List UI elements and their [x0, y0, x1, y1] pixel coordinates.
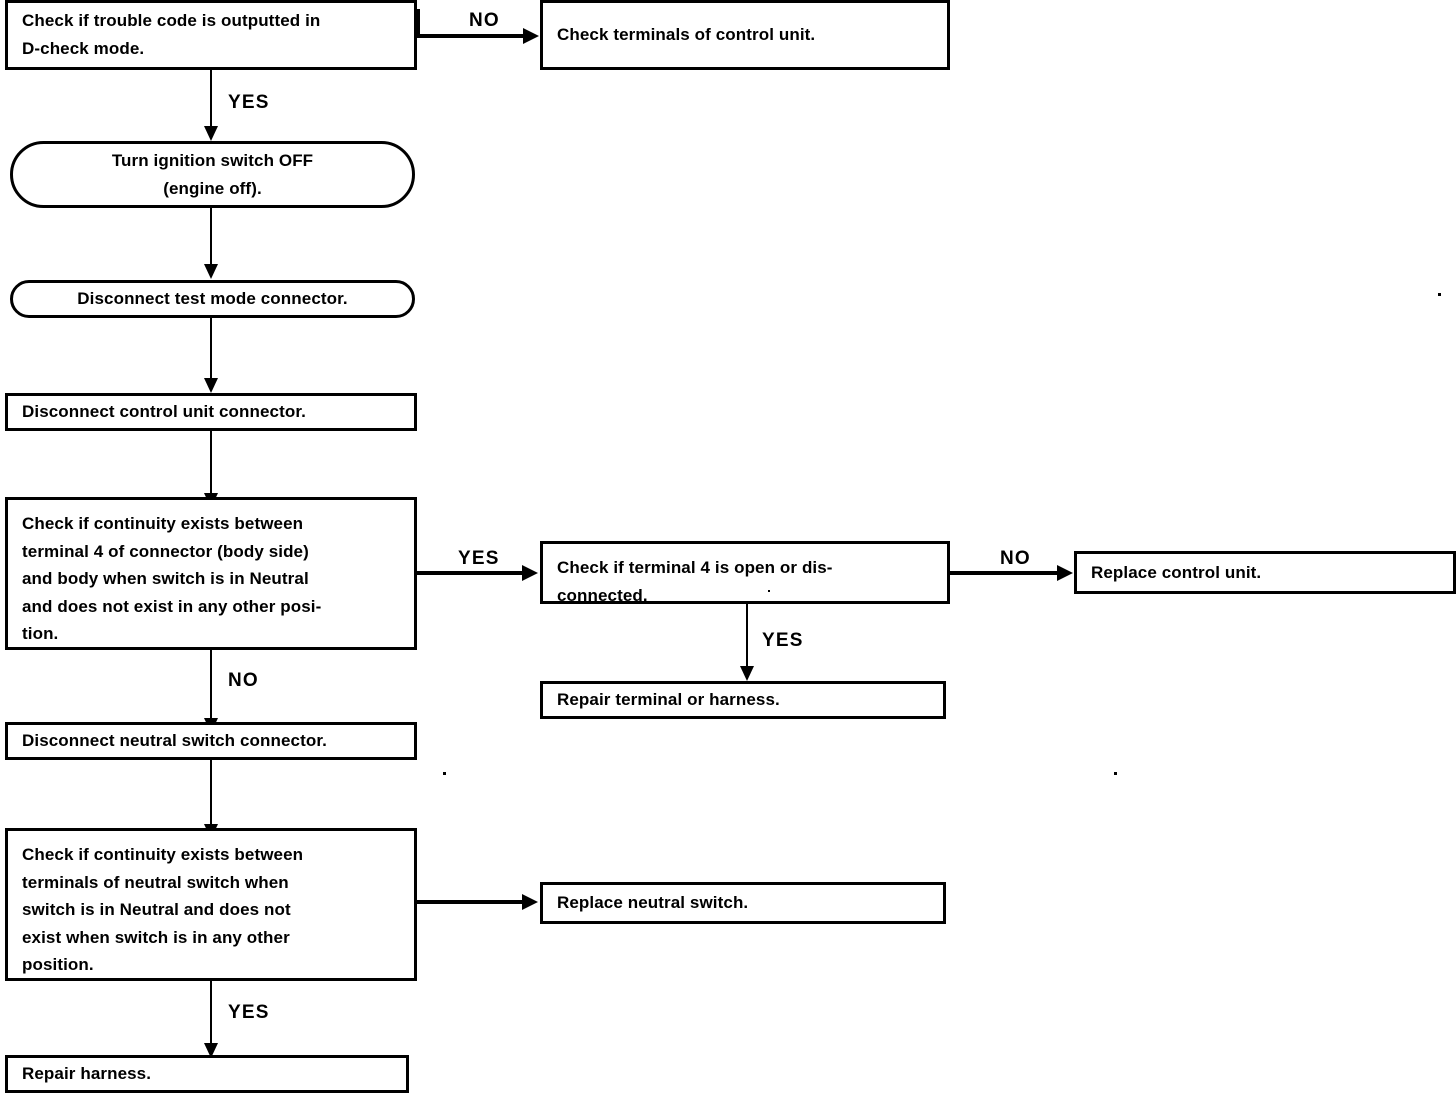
edge-no-top-stub [417, 9, 420, 36]
node-label: Check if trouble code is outputted in D-… [22, 11, 321, 58]
edge-no-top-arrowhead [523, 28, 539, 44]
node-replace-control-unit: Replace control unit. [1074, 551, 1456, 594]
node-check-continuity-neutral-switch: Check if continuity exists between termi… [5, 828, 417, 981]
node-label: Check if terminal 4 is open or dis- conn… [557, 558, 833, 605]
node-repair-harness: Repair harness. [5, 1055, 409, 1093]
edge-yes-mid-line [417, 571, 523, 575]
edge-ignition-to-testmode-line [210, 208, 212, 266]
edge-label-no-top: NO [469, 10, 500, 31]
node-label: Turn ignition switch OFF (engine off). [111, 150, 314, 198]
edge-label-no-mid-down: NO [228, 670, 259, 691]
node-check-terminals-control-unit: Check terminals of control unit. [540, 0, 950, 70]
node-disconnect-test-mode-connector: Disconnect test mode connector. [10, 280, 415, 318]
edge-no-mid-line [950, 571, 1058, 575]
edge-ignition-to-testmode-arrowhead [204, 264, 218, 279]
edge-label-no-mid: NO [1000, 548, 1031, 569]
edge-label-yes-top: YES [228, 92, 270, 113]
node-check-terminal-4-open: Check if terminal 4 is open or dis- conn… [540, 541, 950, 605]
node-check-trouble-code: Check if trouble code is outputted in D-… [5, 0, 417, 70]
node-turn-ignition-off: Turn ignition switch OFF (engine off). [10, 141, 415, 208]
edge-yes-mid-arrowhead [522, 565, 538, 581]
edge-no-mid-down-line [210, 650, 212, 722]
scan-speck [1114, 772, 1117, 775]
edge-label-yes-bottom: YES [228, 1002, 270, 1023]
node-disconnect-neutral-switch-connector: Disconnect neutral switch connector. [5, 722, 417, 760]
edge-testmode-to-cuconn-arrowhead [204, 378, 218, 393]
node-label: Repair terminal or harness. [557, 690, 780, 710]
edge-no-mid-arrowhead [1057, 565, 1073, 581]
node-label: Replace control unit. [1091, 562, 1262, 582]
edge-yes-mid-down-line [746, 604, 748, 670]
edge-yes-top-line [210, 70, 212, 130]
edge-nsconn-to-continuity-line [210, 760, 212, 828]
edge-label-yes-mid-down: YES [762, 630, 804, 651]
node-check-continuity-terminal-4: Check if continuity exists between termi… [5, 497, 417, 650]
node-label: Repair harness. [22, 1064, 152, 1084]
node-disconnect-control-unit-connector: Disconnect control unit connector. [5, 393, 417, 431]
edge-label-yes-mid: YES [458, 548, 500, 569]
node-label: Check terminals of control unit. [557, 25, 816, 45]
edge-yes-top-arrowhead [204, 126, 218, 141]
node-label: Check if continuity exists between termi… [22, 514, 322, 644]
edge-no-top-line [417, 34, 524, 38]
edge-to-replace-neutral-switch-arrowhead [522, 894, 538, 910]
edge-testmode-to-cuconn-line [210, 318, 212, 380]
scan-speck [1438, 293, 1441, 296]
node-label: Disconnect control unit connector. [22, 402, 306, 422]
edge-yes-bottom-line [210, 981, 212, 1047]
node-replace-neutral-switch: Replace neutral switch. [540, 882, 946, 924]
node-label: Disconnect neutral switch connector. [22, 731, 327, 751]
scan-speck [443, 772, 446, 775]
scan-speck [768, 590, 770, 592]
node-label: Replace neutral switch. [557, 893, 749, 913]
edge-to-replace-neutral-switch-line [417, 900, 523, 904]
edge-cuconn-to-continuity-line [210, 431, 212, 497]
edge-yes-bottom-arrowhead [204, 1043, 218, 1058]
node-repair-terminal-or-harness: Repair terminal or harness. [540, 681, 946, 719]
node-label: Disconnect test mode connector. [77, 289, 348, 309]
edge-yes-mid-down-arrowhead [740, 666, 754, 681]
node-label: Check if continuity exists between termi… [22, 845, 304, 975]
